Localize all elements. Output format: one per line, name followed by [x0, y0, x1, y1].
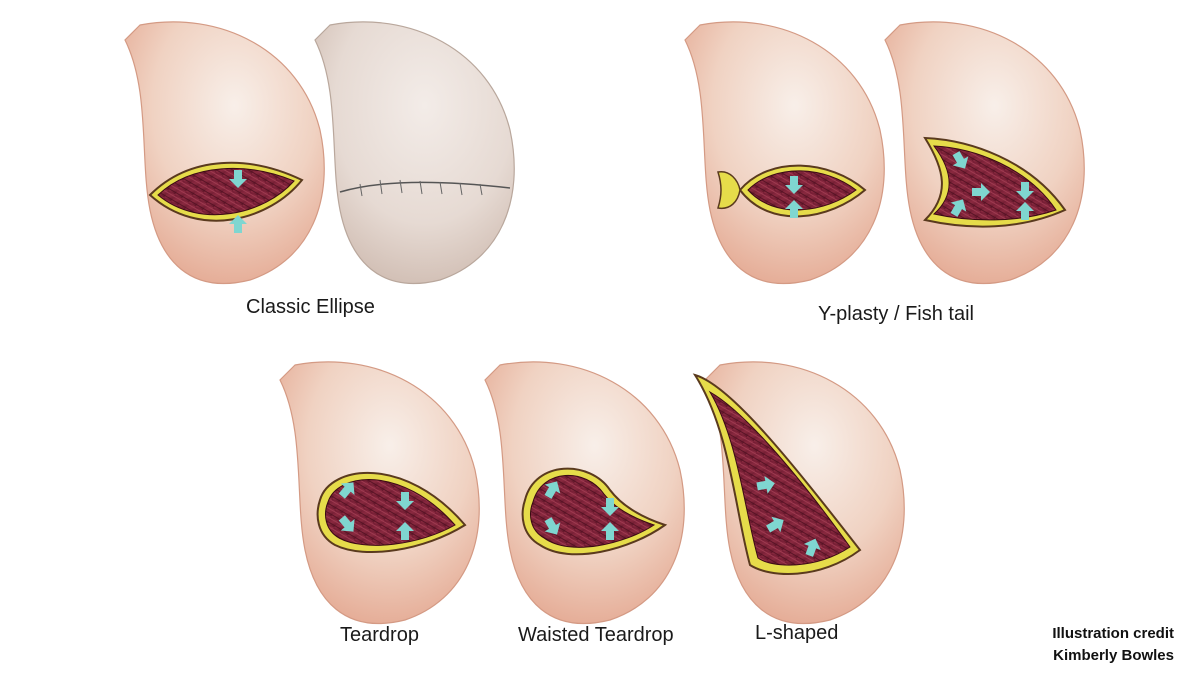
y-plasty-illustration-a [684, 21, 885, 285]
label-l-shaped: L-shaped [755, 622, 839, 644]
classic-ellipse-closed-illustration [314, 21, 515, 285]
y-plasty-illustration-b [884, 21, 1085, 285]
waisted-teardrop-illustration [484, 361, 685, 625]
classic-ellipse-open-illustration [124, 21, 325, 285]
label-waisted-teardrop: Waisted Teardrop [518, 624, 674, 646]
label-classic-ellipse: Classic Ellipse [246, 296, 375, 318]
credit-line-2: Kimberly Bowles [1053, 647, 1174, 664]
credit-line-1: Illustration credit [1052, 625, 1174, 642]
label-y-plasty: Y-plasty / Fish tail [818, 303, 974, 325]
label-teardrop: Teardrop [340, 624, 419, 646]
l-shaped-illustration [692, 361, 905, 625]
illustration-credit: Illustration credit Kimberly Bowles [1052, 623, 1174, 667]
teardrop-illustration [279, 361, 480, 625]
